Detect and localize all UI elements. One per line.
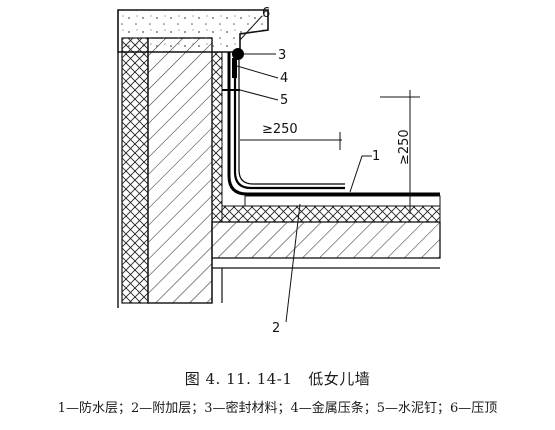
outer-insulation-layer — [121, 37, 149, 304]
waterproof-layer — [227, 52, 440, 196]
additional-layer — [233, 58, 345, 190]
metal-strip — [232, 58, 237, 78]
sealant-bead — [232, 48, 244, 60]
leader-1 — [349, 155, 372, 193]
figure-title: 低女儿墙 — [308, 370, 371, 388]
room-below-outline — [211, 258, 440, 303]
leader-6 — [239, 15, 263, 41]
leader-4 — [236, 65, 279, 79]
roof-slab — [211, 221, 441, 259]
parapet-wall — [147, 37, 213, 304]
figure-legend: 1—防水层；2—附加层；3—密封材料；4—金属压条；5—水泥钉；6—压顶 — [57, 401, 498, 416]
horizontal-dimension-label: ≥250 — [262, 122, 298, 137]
callout-3: 3 — [278, 48, 286, 63]
roof-insulation-band — [221, 205, 441, 223]
figure-number: 图 4. 11. 14-1 — [184, 370, 293, 388]
parapet-detail-drawing: ≥250 ≥250 6 3 4 5 1 2 — [117, 6, 441, 336]
callout-1: 1 — [372, 149, 380, 164]
horizontal-dimension — [240, 132, 342, 150]
vertical-dimension-label: ≥250 — [397, 129, 412, 165]
figure-caption: 图 4. 11. 14-1 低女儿墙 — [0, 368, 555, 389]
inner-plaster-layer — [211, 51, 223, 223]
coping-cap — [117, 9, 269, 53]
roof-protection-layer — [244, 195, 441, 207]
callout-4: 4 — [280, 71, 288, 86]
additional-layer-inner — [238, 60, 345, 185]
vertical-dimension — [380, 90, 420, 214]
callout-6: 6 — [262, 6, 270, 21]
callout-2: 2 — [272, 321, 280, 336]
leader-5 — [239, 89, 279, 101]
leader-2 — [285, 203, 301, 323]
callout-5: 5 — [280, 93, 288, 108]
